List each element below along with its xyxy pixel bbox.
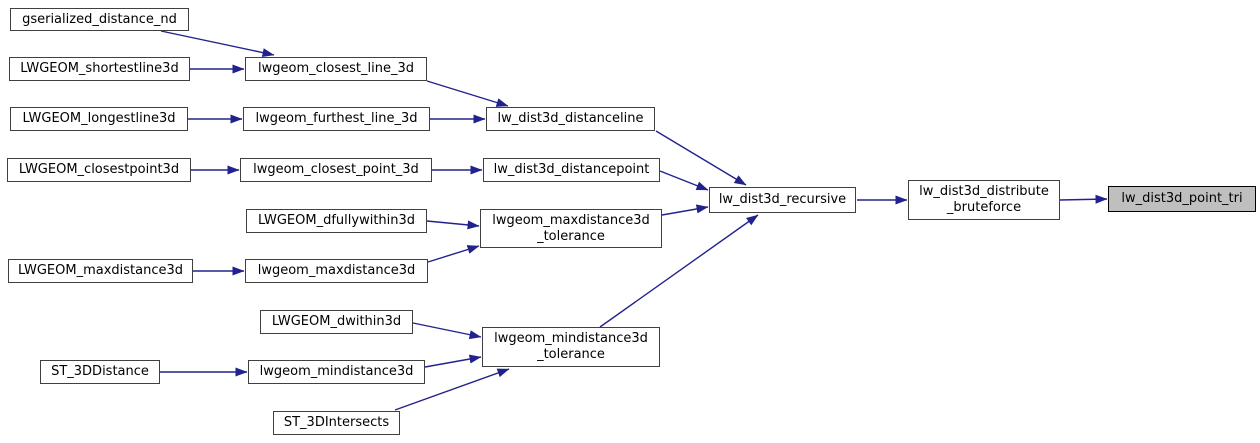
node-label: LWGEOM_closestpoint3d — [18, 162, 180, 177]
edge-lwgeom_mindistance3d_tolerance-to-lw_dist3d_recursive — [599, 214, 759, 328]
edge-lw_dist3d_distancepoint-to-lw_dist3d_recursive — [659, 170, 709, 191]
node-lw_dist3d_distanceline[interactable]: lw_dist3d_distanceline — [486, 107, 655, 131]
edge-LWGEOM_dfullywithin3d-to-lwgeom_maxdistance3d_tolerance — [426, 220, 480, 230]
node-label: lwgeom_furthest_line_3d — [255, 111, 418, 126]
node-label: gserialized_distance_nd — [22, 11, 177, 27]
node-label: lw_dist3d_recursive — [718, 192, 847, 207]
node-label: lwgeom_maxdistance3d — [257, 263, 416, 278]
edge-lwgeom_closest_line_3d-to-lw_dist3d_distanceline — [426, 80, 509, 107]
node-label: LWGEOM_dwithin3d — [271, 314, 402, 329]
node-lwgeom_mindistance3d[interactable]: lwgeom_mindistance3d — [248, 360, 425, 384]
edge-gserialized_distance_nd-to-lwgeom_closest_line_3d — [160, 30, 275, 58]
edge-ST_3DIntersects-to-lwgeom_mindistance3d_tolerance — [394, 368, 510, 411]
node-lw_dist3d_distribute_bruteforce[interactable]: lw_dist3d_distribute_bruteforce — [908, 180, 1060, 220]
node-label: lw_dist3d_distanceline — [497, 111, 644, 126]
node-label: _bruteforce — [946, 200, 1022, 215]
node-lw_dist3d_distancepoint[interactable]: lw_dist3d_distancepoint — [483, 158, 660, 182]
node-lwgeom_closest_point_3d[interactable]: lwgeom_closest_point_3d — [240, 158, 432, 182]
node-lwgeom_maxdistance3d[interactable]: lwgeom_maxdistance3d — [245, 259, 428, 283]
node-label: LWGEOM_dfullywithin3d — [257, 213, 416, 228]
node-lwgeom_furthest_line_3d[interactable]: lwgeom_furthest_line_3d — [243, 107, 430, 131]
node-LWGEOM_maxdistance3d[interactable]: LWGEOM_maxdistance3d — [8, 259, 193, 283]
node-label: lwgeom_closest_point_3d — [253, 162, 419, 177]
node-lw_dist3d_point_tri: lw_dist3d_point_tri — [1108, 186, 1256, 212]
node-label: lw_dist3d_point_tri — [1121, 191, 1243, 206]
edge-lw_dist3d_distanceline-to-lw_dist3d_recursive — [655, 130, 747, 186]
node-LWGEOM_shortestline3d[interactable]: LWGEOM_shortestline3d — [9, 57, 190, 81]
node-label: lw_dist3d_distribute — [919, 184, 1049, 199]
node-label: lwgeom_closest_line_3d — [258, 61, 414, 76]
node-ST_3DDistance[interactable]: ST_3DDistance — [40, 360, 160, 384]
node-label: lw_dist3d_distancepoint — [493, 162, 650, 177]
node-label: ST_3DIntersects — [283, 415, 390, 430]
node-label: LWGEOM_longestline3d — [22, 111, 176, 126]
node-label: LWGEOM_maxdistance3d — [17, 263, 184, 278]
node-label: ST_3DDistance — [51, 364, 149, 379]
node-lwgeom_mindistance3d_tolerance[interactable]: lwgeom_mindistance3d_tolerance — [482, 327, 660, 367]
node-LWGEOM_dwithin3d[interactable]: LWGEOM_dwithin3d — [260, 310, 413, 334]
edge-lwgeom_mindistance3d-to-lwgeom_mindistance3d_tolerance — [424, 354, 482, 368]
node-label: lwgeom_mindistance3d — [259, 364, 414, 379]
node-label: lwgeom_maxdistance3d — [492, 212, 650, 228]
node-lwgeom_maxdistance3d_tolerance[interactable]: lwgeom_maxdistance3d_tolerance — [480, 209, 662, 248]
node-LWGEOM_longestline3d[interactable]: LWGEOM_longestline3d — [10, 107, 188, 131]
edge-lwgeom_maxdistance3d-to-lwgeom_maxdistance3d_tolerance — [427, 245, 480, 263]
edge-lw_dist3d_distribute_bruteforce-to-lw_dist3d_point_tri — [1059, 194, 1108, 204]
edge-LWGEOM_dwithin3d-to-lwgeom_mindistance3d_tolerance — [412, 322, 482, 340]
node-label: lwgeom_mindistance3d — [494, 331, 648, 346]
node-lw_dist3d_recursive[interactable]: lw_dist3d_recursive — [709, 187, 856, 213]
node-gserialized_distance_nd[interactable]: gserialized_distance_nd — [10, 8, 189, 31]
node-label: _tolerance — [537, 228, 605, 244]
node-LWGEOM_dfullywithin3d[interactable]: LWGEOM_dfullywithin3d — [246, 209, 427, 233]
node-lwgeom_closest_line_3d[interactable]: lwgeom_closest_line_3d — [245, 57, 427, 81]
node-label: LWGEOM_shortestline3d — [20, 61, 179, 76]
node-label: _tolerance — [537, 347, 605, 362]
edge-lwgeom_maxdistance3d_tolerance-to-lw_dist3d_recursive — [661, 204, 709, 216]
node-LWGEOM_closestpoint3d[interactable]: LWGEOM_closestpoint3d — [7, 158, 191, 182]
node-ST_3DIntersects[interactable]: ST_3DIntersects — [273, 411, 400, 435]
